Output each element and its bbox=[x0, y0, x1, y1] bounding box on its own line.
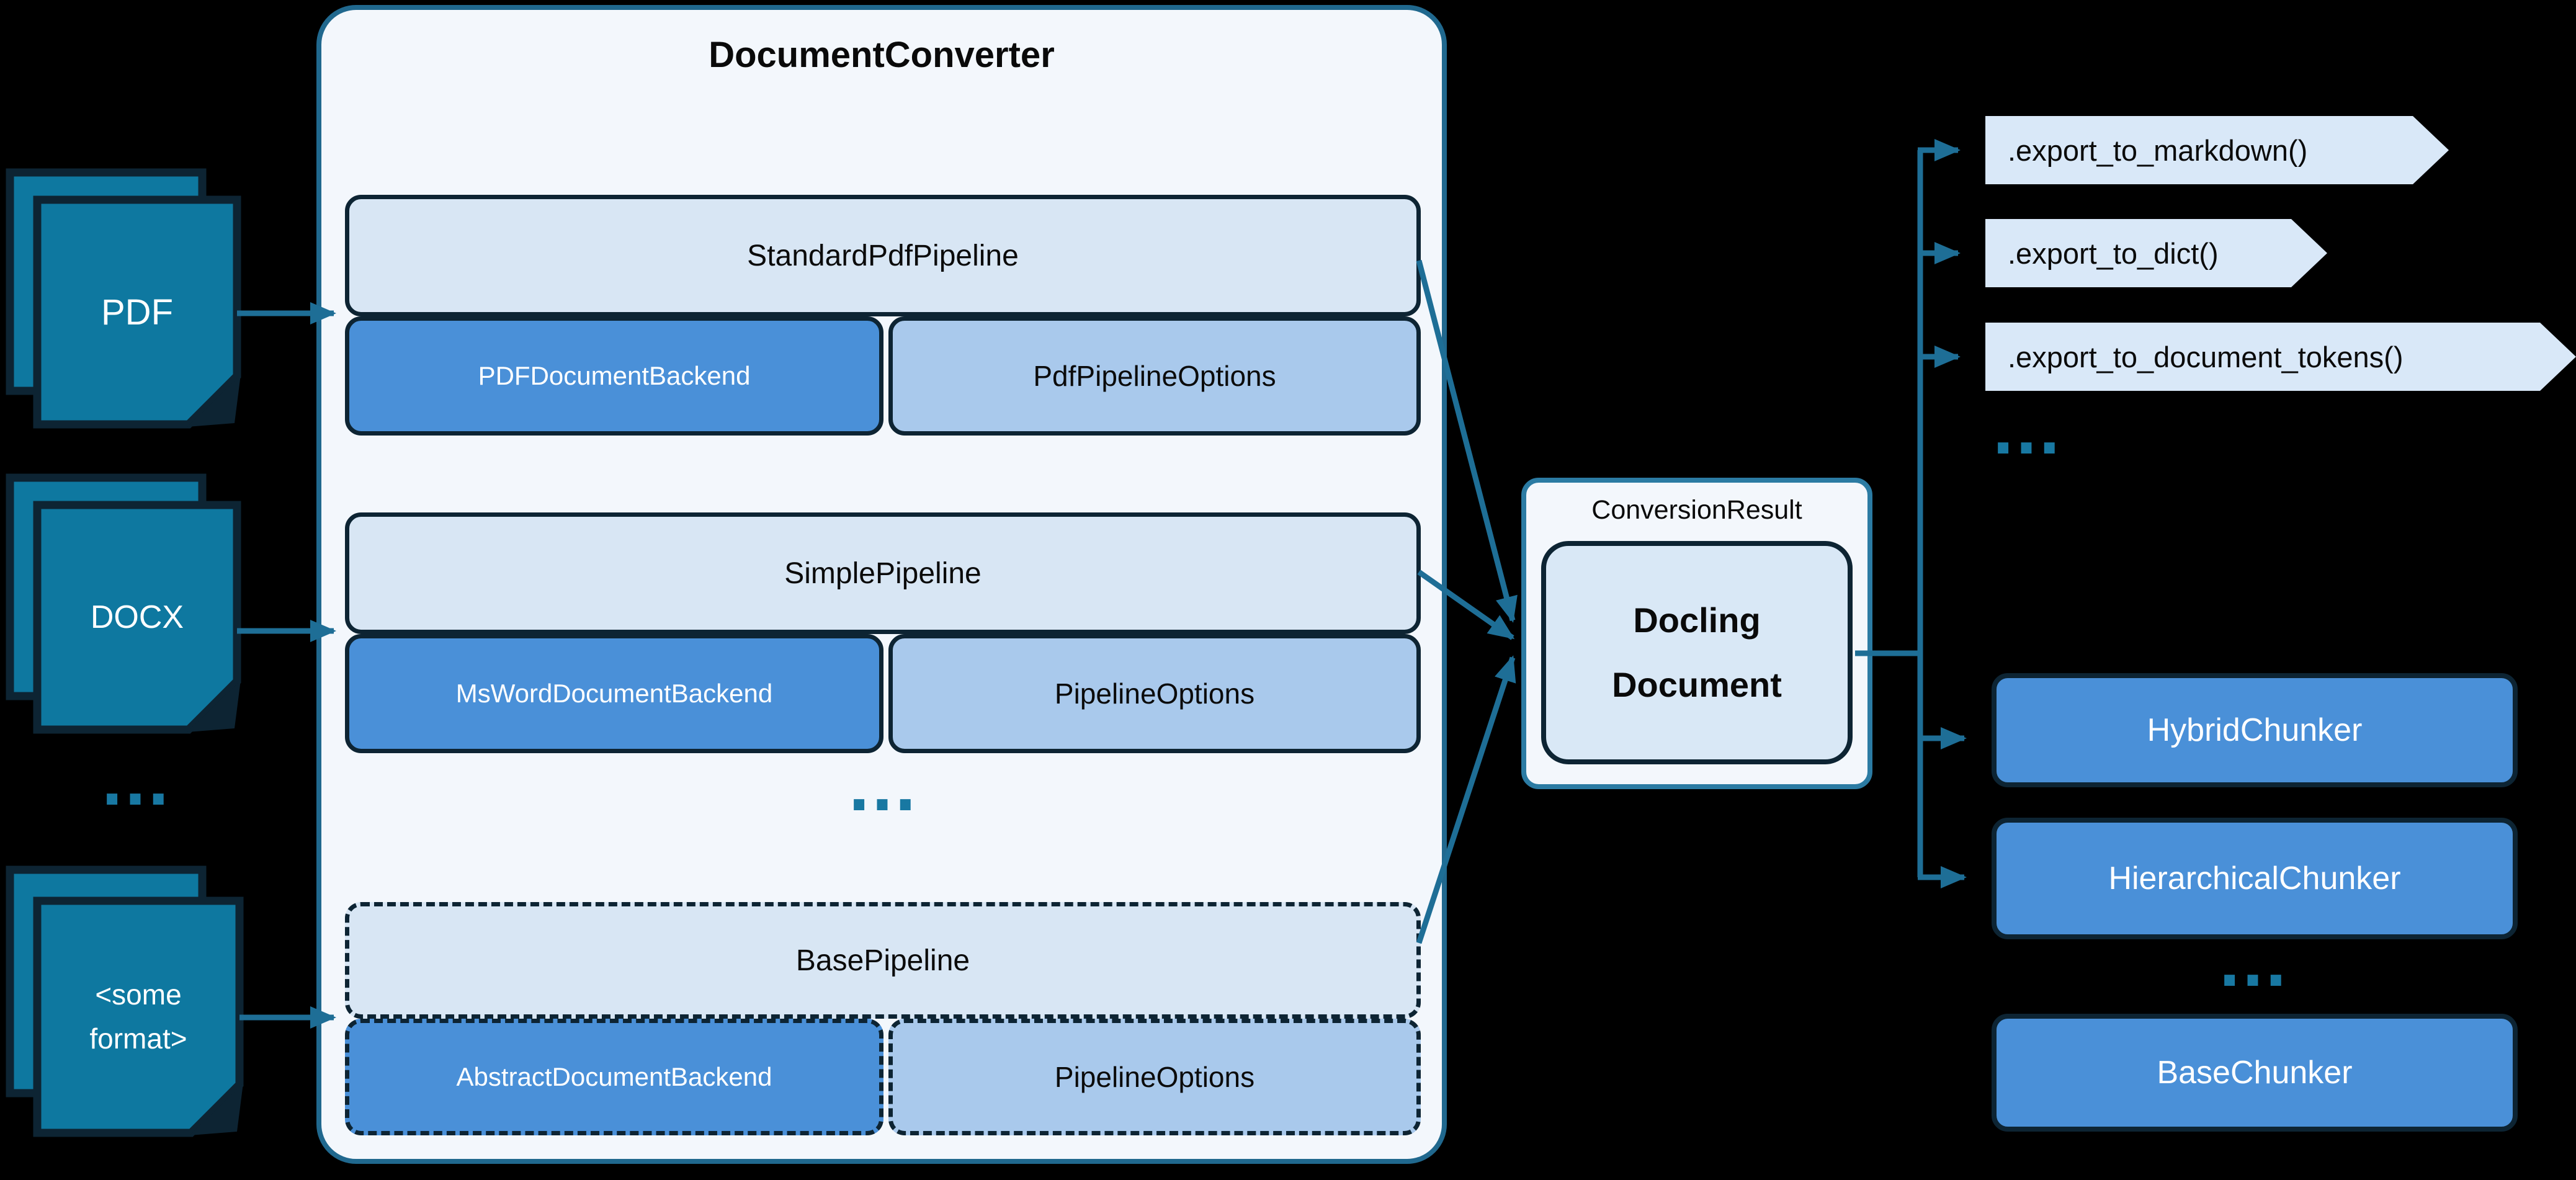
pdf-icon-label: PDF bbox=[101, 292, 173, 333]
base-chunker-box: BaseChunker bbox=[1992, 1014, 2518, 1132]
docling-document-line1: Docling bbox=[1633, 601, 1761, 640]
pipeline-options-box: PipelineOptions bbox=[888, 634, 1421, 753]
pdf-document-backend-box: PDFDocumentBackend bbox=[345, 316, 883, 436]
docling-document-line2: Document bbox=[1612, 665, 1782, 704]
hybrid-chunker-box: HybridChunker bbox=[1992, 673, 2518, 787]
abstract-document-backend-box: AbstractDocumentBackend bbox=[345, 1019, 883, 1135]
chunkers-ellipsis: ... bbox=[2219, 919, 2289, 1002]
export-to-document-tokens-tag: .export_to_document_tokens() bbox=[1985, 323, 2576, 391]
conversion-result-label: ConversionResult bbox=[1591, 494, 1802, 525]
document-converter-title: DocumentConverter bbox=[709, 34, 1055, 75]
docx-icon-label: DOCX bbox=[90, 599, 184, 635]
some-format-icon-label: <some format> bbox=[37, 901, 239, 1133]
msword-document-backend-box: MsWordDocumentBackend bbox=[345, 634, 883, 753]
sources-ellipsis: ... bbox=[101, 738, 172, 821]
base-pipeline-options-box: PipelineOptions bbox=[888, 1019, 1421, 1135]
converter-ellipsis: ... bbox=[848, 743, 919, 826]
exports-ellipsis: ... bbox=[1992, 387, 2063, 470]
some-format-label-line1: <some bbox=[95, 978, 182, 1011]
hierarchical-chunker-box: HierarchicalChunker bbox=[1992, 818, 2518, 939]
standard-pdf-pipeline-box: StandardPdfPipeline bbox=[345, 195, 1421, 316]
export-to-markdown-tag: .export_to_markdown() bbox=[1985, 116, 2449, 184]
pdf-pipeline-options-box: PdfPipelineOptions bbox=[888, 316, 1421, 436]
export-to-dict-tag: .export_to_dict() bbox=[1985, 219, 2327, 287]
simple-pipeline-box: SimplePipeline bbox=[345, 512, 1421, 634]
base-pipeline-box: BasePipeline bbox=[345, 902, 1421, 1019]
docling-document-box: Docling Document bbox=[1541, 541, 1853, 764]
some-format-label-line2: format> bbox=[89, 1022, 187, 1055]
